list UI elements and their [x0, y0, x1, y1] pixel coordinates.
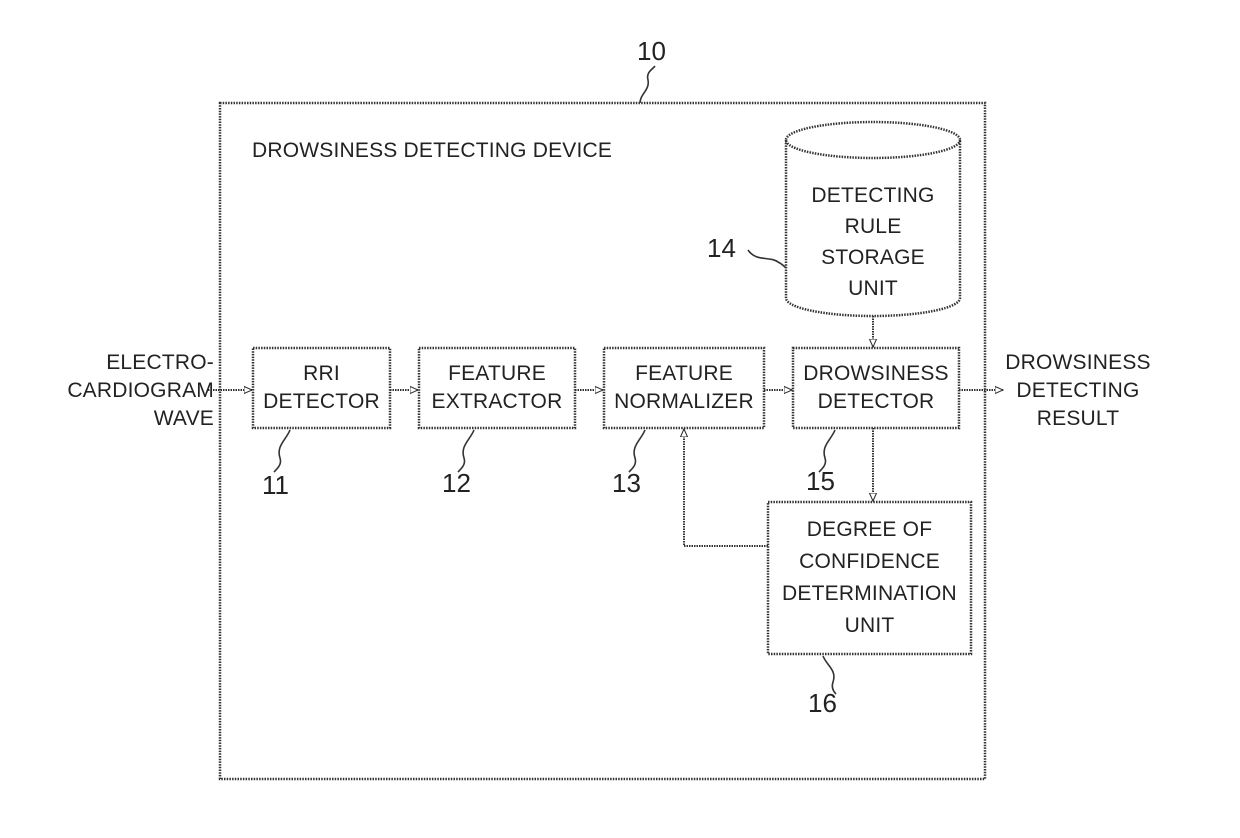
leader-line-14 [748, 250, 786, 268]
drowsiness-detector-label: DROWSINESS DETECTOR [793, 348, 959, 428]
feature-normalizer-line-1: FEATURE [635, 360, 733, 388]
output-label-line-1: DROWSINESS [1005, 349, 1151, 377]
output-label-line-3: RESULT [1037, 405, 1120, 433]
storage-unit-line-3: STORAGE [821, 242, 925, 273]
input-label-line-2: CARDIOGRAM [67, 377, 214, 405]
feature-extractor-ref: 12 [442, 468, 471, 498]
storage-unit-line-4: UNIT [848, 273, 898, 304]
rri-detector-label: RRI DETECTOR [253, 348, 390, 428]
confidence-unit-ref: 16 [808, 688, 837, 718]
rri-detector-line-2: DETECTOR [263, 388, 380, 416]
output-label-line-2: DETECTING [1016, 377, 1139, 405]
input-label: ELECTRO- CARDIOGRAM WAVE [74, 348, 214, 434]
drowsiness-detector-line-2: DETECTOR [818, 388, 935, 416]
confidence-unit-line-3: DETERMINATION [782, 578, 957, 610]
device-title: DROWSINESS DETECTING DEVICE [252, 137, 612, 165]
leader-line-13 [629, 430, 645, 472]
storage-unit-label: DETECTING RULE STORAGE UNIT [786, 176, 960, 308]
leader-line-10 [640, 66, 655, 103]
confidence-unit-line-2: CONFIDENCE [799, 546, 940, 578]
arrow-confidence-to-normalizer [684, 429, 768, 546]
input-label-line-3: WAVE [154, 405, 214, 433]
device-ref-number: 10 [637, 36, 666, 66]
feature-normalizer-ref: 13 [612, 468, 641, 498]
rri-detector-line-1: RRI [303, 360, 340, 388]
storage-unit-ref: 14 [707, 233, 736, 263]
feature-normalizer-line-2: NORMALIZER [614, 388, 754, 416]
feature-extractor-line-2: EXTRACTOR [432, 388, 563, 416]
storage-unit-line-1: DETECTING [811, 180, 934, 211]
leader-line-12 [458, 430, 474, 472]
drowsiness-detector-line-1: DROWSINESS [803, 360, 949, 388]
feature-extractor-label: FEATURE EXTRACTOR [419, 348, 575, 428]
input-label-line-1: ELECTRO- [106, 349, 214, 377]
rri-detector-ref: 11 [262, 470, 289, 500]
confidence-unit-line-4: UNIT [845, 610, 895, 642]
feature-normalizer-label: FEATURE NORMALIZER [604, 348, 764, 428]
leader-line-11 [274, 430, 290, 472]
confidence-unit-line-1: DEGREE OF [807, 514, 932, 546]
output-label: DROWSINESS DETECTING RESULT [998, 348, 1158, 434]
storage-unit-line-2: RULE [845, 211, 902, 242]
drowsiness-detector-ref: 15 [806, 466, 835, 496]
feature-extractor-line-1: FEATURE [448, 360, 546, 388]
confidence-unit-label: DEGREE OF CONFIDENCE DETERMINATION UNIT [768, 502, 971, 654]
